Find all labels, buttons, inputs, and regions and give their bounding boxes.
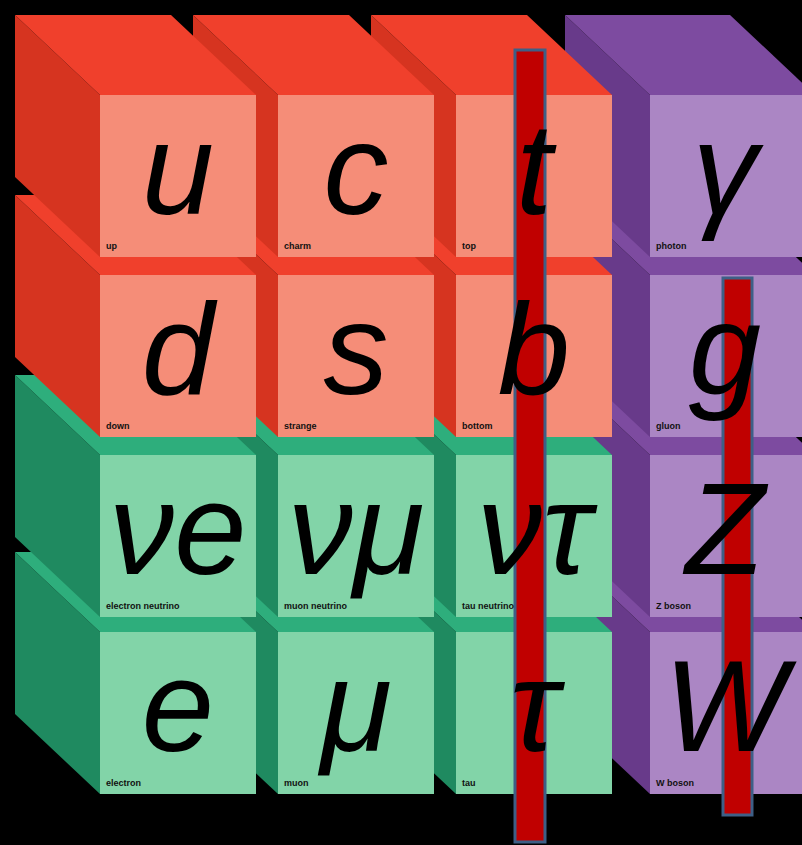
particle-symbol: νμ xyxy=(278,455,434,602)
particle-cube: γphoton xyxy=(650,95,800,257)
particle-symbol: ντ xyxy=(456,455,612,602)
particle-name: electron xyxy=(100,779,256,794)
cube-front-face xyxy=(650,275,802,437)
cube-front-face xyxy=(278,95,434,257)
particle-symbol: μ xyxy=(278,632,434,779)
particle-symbol: g xyxy=(650,275,800,422)
particle-name: W boson xyxy=(650,779,800,794)
particle-symbol: c xyxy=(278,95,434,242)
particle-cube: bbottom xyxy=(456,275,612,437)
particle-name: muon xyxy=(278,779,434,794)
particle-name: top xyxy=(456,242,612,257)
particle-symbol: γ xyxy=(650,95,800,242)
cube-front-face xyxy=(456,95,612,257)
cube-front-face xyxy=(650,455,802,617)
particle-cube: μmuon xyxy=(278,632,434,794)
particle-cube: ddown xyxy=(100,275,256,437)
cube-front-face xyxy=(456,632,612,794)
particle-name: down xyxy=(100,422,256,437)
particle-symbol: u xyxy=(100,95,256,242)
cube-front-face xyxy=(278,275,434,437)
cube-front-face xyxy=(456,275,612,437)
cube-front-face xyxy=(100,275,256,437)
particle-cube: ttop xyxy=(456,95,612,257)
cube-faces xyxy=(15,15,802,794)
particle-cube: ggluon xyxy=(650,275,800,437)
particle-symbol: s xyxy=(278,275,434,422)
cube-front-face xyxy=(100,632,256,794)
cube-front-face xyxy=(650,95,802,257)
particle-name: strange xyxy=(278,422,434,437)
particle-name: bottom xyxy=(456,422,612,437)
particle-cube: τtau xyxy=(456,632,612,794)
particle-symbol: W xyxy=(650,632,800,779)
particle-cube: ZZ boson xyxy=(650,455,800,617)
particle-name: photon xyxy=(650,242,800,257)
particle-symbol: t xyxy=(456,95,612,242)
cube-front-face xyxy=(278,455,434,617)
particle-symbol: Z xyxy=(650,455,800,602)
particle-name: electron neutrino xyxy=(100,602,256,617)
particle-cube: sstrange xyxy=(278,275,434,437)
particle-symbol: b xyxy=(456,275,612,422)
cube-front-face xyxy=(456,455,612,617)
particle-name: up xyxy=(100,242,256,257)
particle-name: gluon xyxy=(650,422,800,437)
particle-name: charm xyxy=(278,242,434,257)
particle-cube: ccharm xyxy=(278,95,434,257)
particle-cube: νμmuon neutrino xyxy=(278,455,434,617)
cube-front-face xyxy=(100,455,256,617)
particle-name: Z boson xyxy=(650,602,800,617)
cube-top-face xyxy=(15,15,256,95)
particle-symbol: τ xyxy=(456,632,612,779)
particle-symbol: e xyxy=(100,632,256,779)
particle-name: muon neutrino xyxy=(278,602,434,617)
cube-front-face xyxy=(100,95,256,257)
particle-name: tau xyxy=(456,779,612,794)
cube-top-face xyxy=(565,15,802,95)
particle-cube: eelectron xyxy=(100,632,256,794)
particle-cube: ντtau neutrino xyxy=(456,455,612,617)
particle-name: tau neutrino xyxy=(456,602,612,617)
cube-front-face xyxy=(278,632,434,794)
particle-cube: WW boson xyxy=(650,632,800,794)
particle-cube: uup xyxy=(100,95,256,257)
particle-symbol: νe xyxy=(100,455,256,602)
cube-front-face xyxy=(650,632,802,794)
particle-cube: νeelectron neutrino xyxy=(100,455,256,617)
particle-symbol: d xyxy=(100,275,256,422)
